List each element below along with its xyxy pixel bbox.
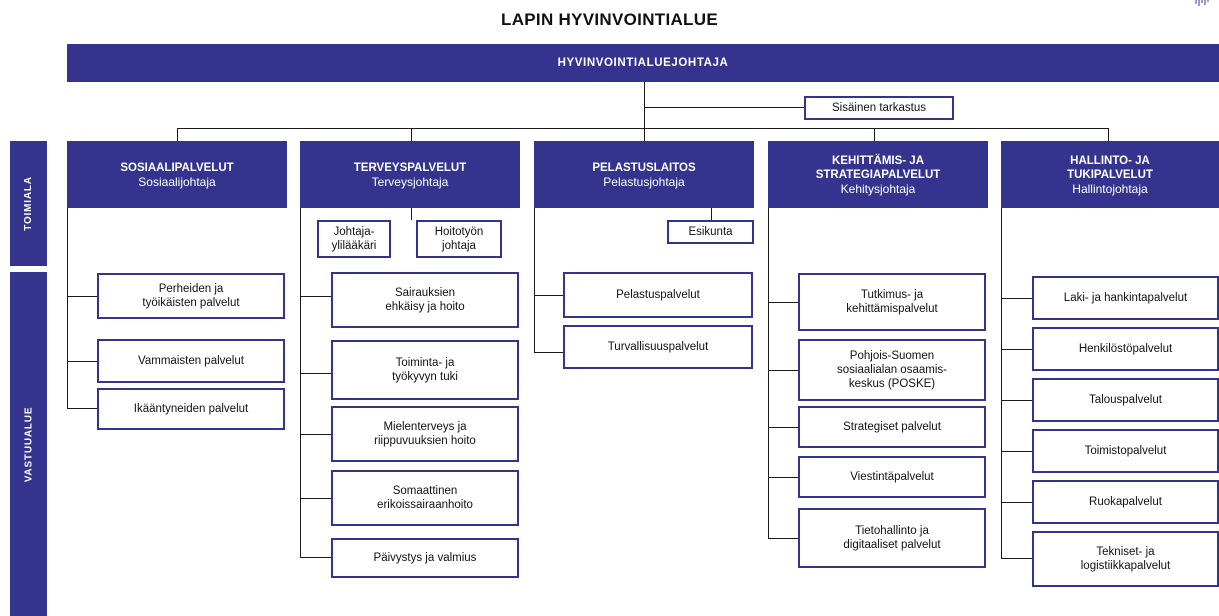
connector-line [300, 434, 331, 435]
unit-box: Strategiset palvelut [798, 406, 986, 448]
connector-line [644, 128, 645, 141]
unit-box: Viestintäpalvelut [798, 456, 986, 498]
connector-line [768, 370, 798, 371]
division-terveyspalvelut: TERVEYSPALVELUT Terveysjohtaja [300, 141, 520, 208]
connector-line [300, 373, 331, 374]
unit-box: Pelastuspalvelut [563, 272, 753, 318]
division-leader: Hallintojohtaja [1072, 181, 1148, 196]
connector-line [300, 498, 331, 499]
connector-line [1001, 502, 1032, 503]
vastuualue-text: VASTUUALUE [23, 406, 34, 482]
connector-line [67, 408, 97, 409]
connector-line [1001, 208, 1002, 558]
connector-line [411, 208, 412, 220]
connector-line [1001, 400, 1032, 401]
connector-line [1001, 451, 1032, 452]
vastuualue-label: VASTUUALUE [10, 272, 47, 616]
connector-line [1108, 128, 1109, 141]
connector-line [1001, 349, 1032, 350]
toimiala-text: TOIMIALA [23, 176, 35, 231]
connector-line [874, 128, 875, 141]
connector-line [67, 296, 97, 297]
unit-box: Toiminta- ja työkyvyn tuki [331, 340, 519, 400]
director-bar: HYVINVOINTIALUEJOHTAJA [67, 44, 1219, 82]
unit-box: Tutkimus- ja kehittämispalvelut [798, 273, 986, 331]
connector-line [644, 82, 645, 128]
connector-line [67, 208, 68, 408]
unit-box: Talouspalvelut [1032, 378, 1219, 422]
unit-box: Sairauksien ehkäisy ja hoito [331, 272, 519, 328]
connector-line [1001, 558, 1032, 559]
unit-box: Toimistopalvelut [1032, 429, 1219, 473]
unit-box: Päivystys ja valmius [331, 538, 519, 578]
division-hallintopalvelut: HALLINTO- JA TUKIPALVELUT Hallintojohtaj… [1001, 141, 1219, 208]
connector-line [768, 302, 798, 303]
staff-box: Esikunta [667, 220, 754, 244]
connector-line [67, 361, 97, 362]
connector-line [768, 477, 798, 478]
unit-box: Somaattinen erikoissairaanhoito [331, 470, 519, 526]
connector-line [768, 538, 798, 539]
unit-box: Tietohallinto ja digitaaliset palvelut [798, 508, 986, 568]
connector-line [300, 208, 301, 557]
connector-line [177, 128, 178, 141]
connector-line [177, 128, 1108, 129]
unit-box: Ikääntyneiden palvelut [97, 388, 285, 430]
connector-line [768, 208, 769, 538]
division-name: KEHITTÄMIS- JA STRATEGIAPALVELUT [815, 154, 941, 181]
division-leader: Pelastusjohtaja [603, 174, 685, 189]
division-name: PELASTUSLAITOS [592, 161, 696, 174]
unit-box: Pohjois-Suomen sosiaalialan osaamis- kes… [798, 339, 986, 401]
division-sosiaalipalvelut: SOSIAALIPALVELUT Sosiaalijohtaja [67, 141, 287, 208]
unit-box: Henkilöstöpalvelut [1032, 327, 1219, 371]
staff-box: Hoitotyön johtaja [416, 220, 502, 258]
connector-line [1001, 298, 1032, 299]
connector-line [534, 208, 535, 352]
connector-line [300, 557, 331, 558]
division-name: HALLINTO- JA TUKIPALVELUT [1067, 154, 1153, 181]
connector-line [711, 208, 712, 220]
division-kehittamispalvelut: KEHITTÄMIS- JA STRATEGIAPALVELUT Kehitys… [768, 141, 988, 208]
division-leader: Kehitysjohtaja [840, 181, 916, 196]
page-title: LAPIN HYVINVOINTIALUE [501, 10, 718, 29]
connector-line [534, 352, 563, 353]
connector-line [300, 296, 331, 297]
unit-box: Vammaisten palvelut [97, 339, 285, 383]
toimiala-label: TOIMIALA [10, 141, 47, 266]
logo-mark [1195, 0, 1209, 6]
connector-line [768, 427, 798, 428]
unit-box: Mielenterveys ja riippuvuuksien hoito [331, 406, 519, 462]
division-leader: Sosiaalijohtaja [138, 174, 216, 189]
internal-audit-box: Sisäinen tarkastus [804, 96, 954, 120]
division-leader: Terveysjohtaja [371, 174, 449, 189]
connector-line [411, 128, 412, 141]
connector-line [534, 295, 563, 296]
unit-box: Tekniset- ja logistiikkapalvelut [1032, 531, 1219, 587]
staff-box: Johtaja- ylilääkäri [317, 220, 391, 258]
division-name: TERVEYSPALVELUT [353, 161, 467, 174]
unit-box: Perheiden ja työikäisten palvelut [97, 273, 285, 319]
connector-line [644, 107, 804, 108]
unit-box: Laki- ja hankintapalvelut [1032, 276, 1219, 320]
unit-box: Ruokapalvelut [1032, 480, 1219, 524]
unit-box: Turvallisuuspalvelut [563, 325, 753, 369]
division-pelastuslaitos: PELASTUSLAITOS Pelastusjohtaja [534, 141, 754, 208]
division-name: SOSIAALIPALVELUT [120, 161, 234, 174]
